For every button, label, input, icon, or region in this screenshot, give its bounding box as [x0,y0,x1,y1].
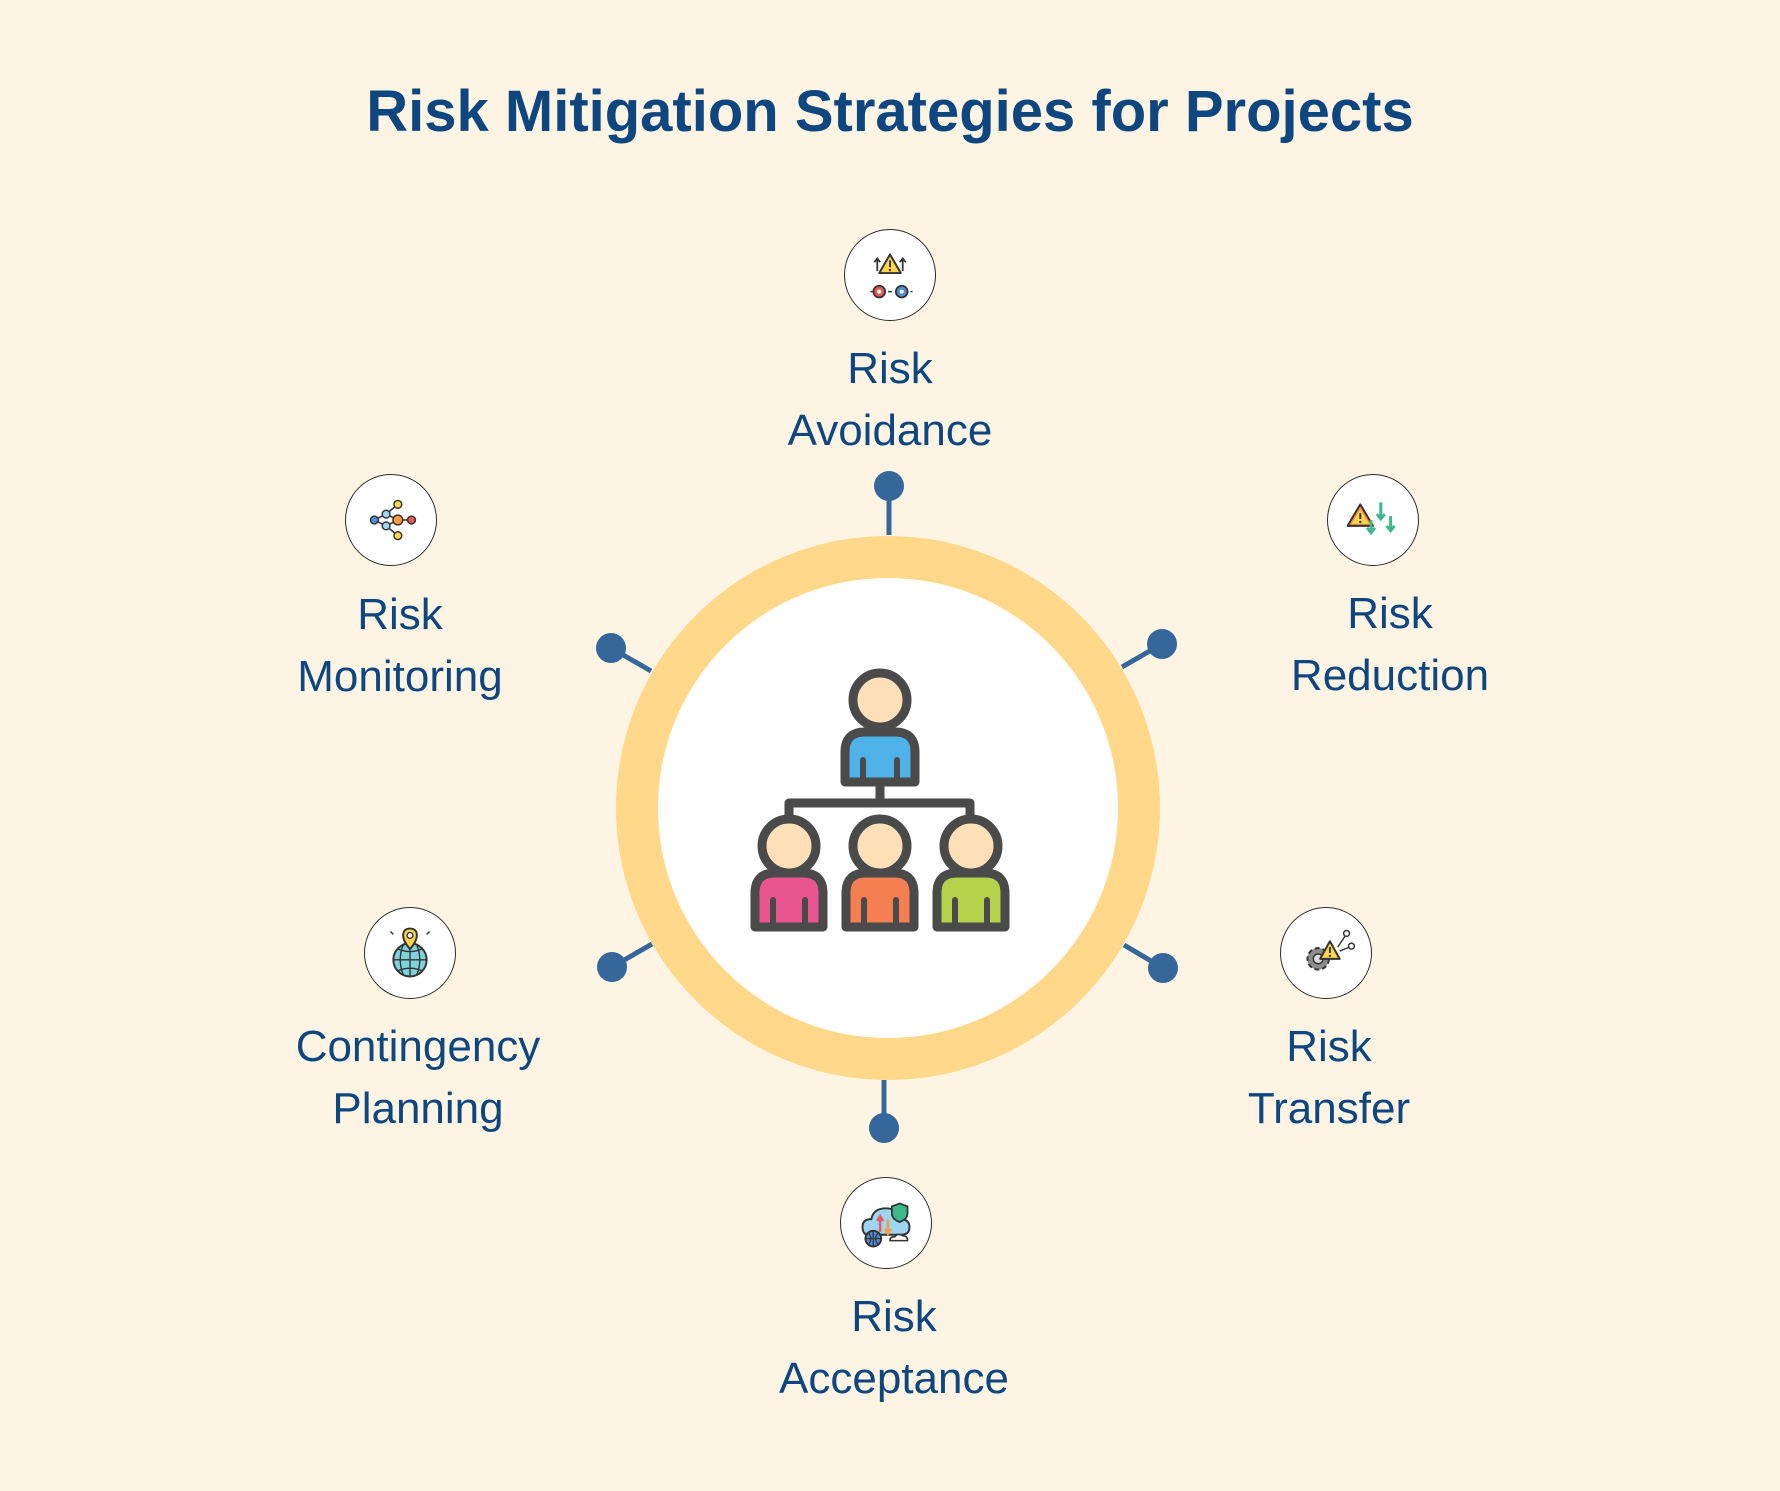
strategy-line1: Contingency [295,1022,541,1071]
hub-ring [616,536,1160,1080]
strategy-label-transfer: Risk Transfer [1159,1016,1499,1140]
strategy-line1: Risk [357,590,443,639]
strategy-icon-monitoring [345,474,437,566]
strategy-line2: Acceptance [779,1354,1009,1403]
strategy-line2: Transfer [1247,1084,1411,1133]
strategy-line1: Risk [851,1292,937,1341]
strategy-label-avoidance: Risk Avoidance [720,338,1060,462]
connector-dot-reduction [1147,629,1177,659]
strategy-icon-reduction [1327,474,1419,566]
connectors [596,471,1178,1143]
strategy-line2: Monitoring [297,652,503,701]
node-network-icon [369,499,417,541]
page-title: Risk Mitigation Strategies for Projects [366,79,1414,144]
strategy-icon-avoidance [844,229,936,321]
warning-down-arrows-icon [1346,502,1396,536]
connector-dot-transfer [1148,953,1178,983]
org-hierarchy-icon [750,668,1010,932]
strategy-line1: Risk [1347,589,1433,638]
strategy-label-contingency: Contingency Planning [248,1016,588,1140]
strategy-label-reduction: Risk Reduction [1220,583,1560,707]
gear-warning-network-icon [1306,929,1356,971]
strategy-icon-contingency [364,907,456,999]
strategy-line1: Risk [847,344,933,393]
strategy-label-acceptance: Risk Acceptance [724,1286,1064,1410]
cloud-shield-globe-icon [861,1202,911,1248]
globe-pin-icon [389,927,431,978]
strategy-icon-transfer [1280,907,1372,999]
strategy-line2: Avoidance [787,406,993,455]
connector-dot-avoidance [874,471,904,501]
connector-dot-monitoring [596,633,626,663]
strategy-line2: Planning [332,1084,504,1133]
strategy-label-monitoring: Risk Monitoring [230,584,570,708]
strategy-icon-acceptance [840,1177,932,1269]
connector-dot-contingency [597,952,627,982]
warning-gears-icon [870,253,913,299]
connector-dot-acceptance [869,1113,899,1143]
strategy-line1: Risk [1286,1022,1372,1071]
strategy-line2: Reduction [1290,651,1490,700]
